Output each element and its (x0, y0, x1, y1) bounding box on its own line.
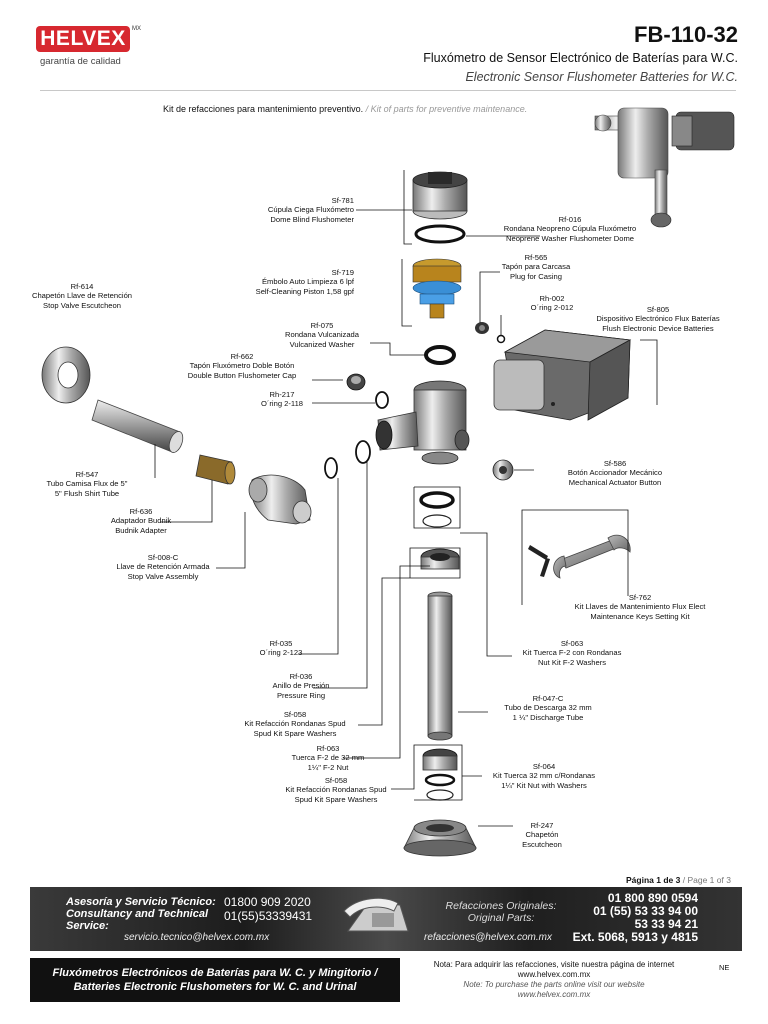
vulcanized-washer-drawing (424, 345, 456, 365)
leader-lines (154, 170, 658, 827)
telephone-icon (343, 897, 409, 932)
stop-valve-assembly-drawing (248, 474, 312, 525)
brand-mark: MX (132, 26, 141, 32)
brand-tagline: garantía de calidad (40, 56, 121, 67)
oring-2-012-drawing (496, 334, 506, 344)
assembled-flushometer-drawing (594, 107, 735, 228)
service-phones: 01800 909 2020 01(55)53339431 (224, 895, 313, 923)
product-line-banner: Fluxómetros Electrónicos de Baterías par… (30, 958, 400, 1002)
discharge-tube-drawing (427, 591, 453, 741)
website-link-1[interactable]: www.helvex.com.mx (517, 970, 591, 979)
actuator-button-drawing (492, 459, 514, 481)
kit-heading: Kit de refacciones para mantenimiento pr… (163, 104, 527, 114)
service-email-link[interactable]: servicio.tecnico@helvex.com.mx (124, 932, 270, 943)
title-english: Electronic Sensor Flushometer Batteries … (465, 70, 738, 84)
casing-plug-drawing (475, 322, 489, 334)
page-number: Página 1 de 3 / Page 1 of 3 (626, 875, 731, 885)
kit-heading-en: / Kit of parts for preventive maintenanc… (365, 104, 528, 114)
neoprene-washer-drawing (414, 224, 466, 244)
budnik-adapter-drawing (195, 454, 236, 485)
oring-2-118-drawing (375, 391, 389, 409)
kit-nut-washers-drawing (422, 748, 458, 801)
model-number: FB-110-32 (634, 22, 738, 47)
flush-shirt-tube-drawing (91, 399, 184, 453)
parts-heading: Refacciones Originales: Original Parts: (445, 900, 557, 924)
header-divider (40, 90, 736, 91)
title-spanish: Fluxómetro de Sensor Electrónico de Bate… (423, 51, 738, 65)
parts-phones: 01 800 890 0594 01 (55) 53 33 94 00 53 3… (572, 891, 698, 944)
contact-band: Asesoría y Servicio Técnico: Consultancy… (30, 887, 742, 951)
flushometer-body-drawing (375, 380, 470, 465)
nut-kit-washers-drawing (419, 491, 455, 528)
escutcheon-drawing (403, 819, 477, 857)
oring-2-123-drawing (324, 457, 338, 479)
service-heading: Asesoría y Servicio Técnico: Consultancy… (66, 896, 216, 932)
electronic-device-drawing (493, 329, 632, 421)
oring-right-drawing (355, 440, 371, 464)
brand-name: HELVEX (40, 27, 126, 50)
kit-heading-es: Kit de refacciones para mantenimiento pr… (163, 104, 364, 114)
maintenance-keys-drawing (528, 534, 631, 579)
brand-logo: HELVEX (36, 26, 130, 52)
parts-email-link[interactable]: refacciones@helvex.com.mx (424, 932, 552, 943)
pressure-ring-drawing (420, 548, 460, 570)
document-code: NE (719, 963, 730, 972)
dome-drawing (412, 171, 468, 220)
piston-drawing (412, 258, 462, 319)
website-link-2[interactable]: www.helvex.com.mx (517, 990, 591, 999)
double-button-cap-drawing (346, 373, 366, 391)
stop-valve-escutcheon-drawing (41, 346, 91, 404)
purchase-note: Nota: Para adquirir las refacciones, vis… (404, 960, 704, 1000)
